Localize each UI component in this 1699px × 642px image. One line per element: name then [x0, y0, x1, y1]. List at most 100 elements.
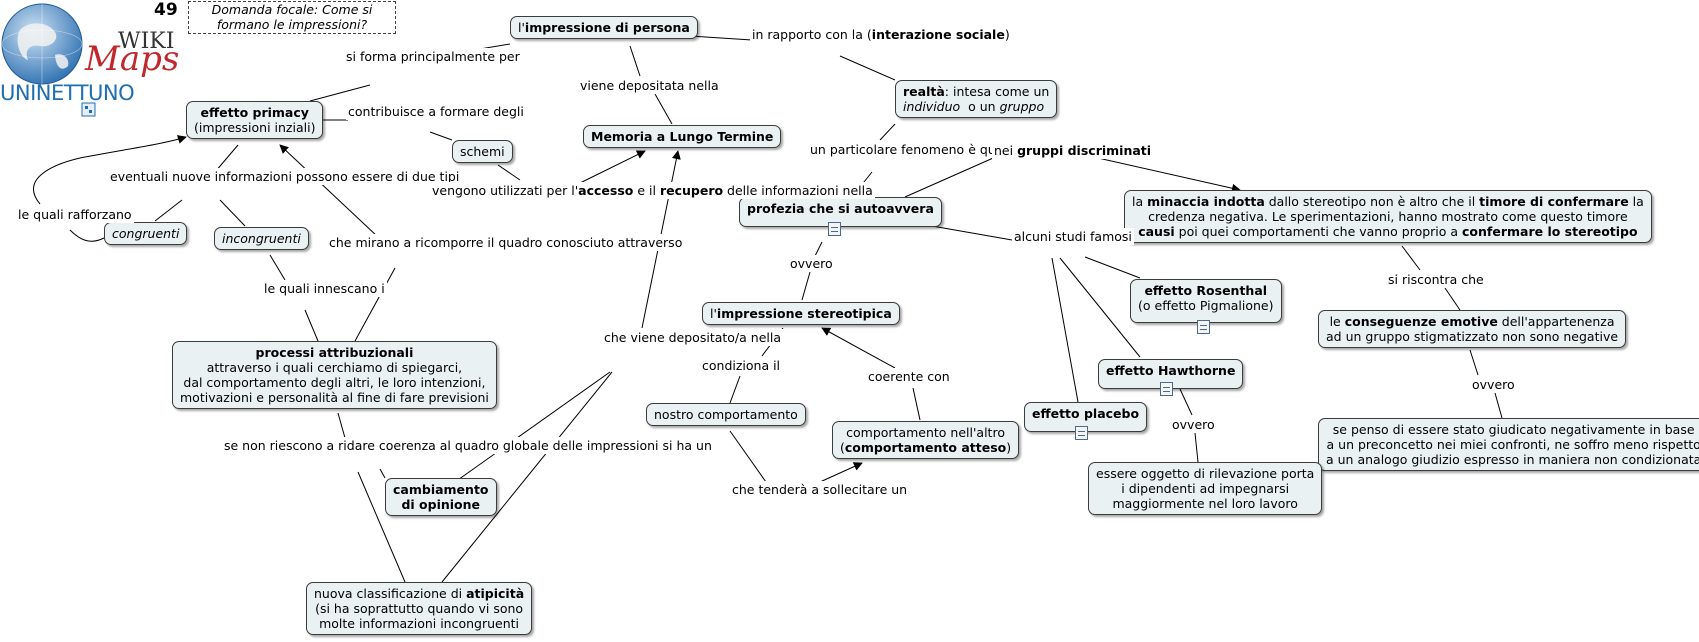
node-text: minaccia indotta	[1147, 194, 1265, 209]
node-text: effetto placebo	[1032, 406, 1140, 421]
node-text: incongruenti	[222, 231, 301, 246]
node-text: : intesa come un	[944, 84, 1050, 99]
link-label-text: che viene	[604, 330, 665, 345]
link-label: eventuali nuove informazioni possono ess…	[108, 168, 462, 185]
link-line	[814, 241, 823, 257]
node-title: effetto primacy	[200, 105, 309, 120]
link-label: coerente con	[866, 368, 952, 385]
document-icon[interactable]	[1197, 320, 1210, 334]
link-label-text: (	[866, 27, 872, 42]
node-processi-attribuzionali[interactable]: processi attribuzionali attraverso i qua…	[172, 341, 497, 409]
node-nostro-comportamento[interactable]: nostro comportamento	[646, 403, 806, 426]
node-conseguenze-emotive[interactable]: le conseguenze emotive dell'appartenenza…	[1318, 310, 1627, 348]
node-atipicita[interactable]: nuova classificazione di atipicità (si h…	[306, 582, 533, 635]
link-line	[441, 371, 613, 583]
node-text: nostro comportamento	[654, 407, 798, 422]
link-line	[219, 199, 246, 227]
link-label-text: rafforzano	[67, 207, 132, 222]
node-impressione-di-persona[interactable]: l'impressione di persona	[510, 16, 698, 39]
link-label-text: si forma	[346, 49, 397, 64]
node-text: attraverso i quali cerchiamo di spiegarc…	[206, 360, 463, 375]
node-congruenti[interactable]: congruenti	[104, 222, 188, 245]
node-title: processi attribuzionali	[255, 345, 414, 360]
link-label-text: se non riescono a ridare coerenza al	[224, 438, 451, 453]
node-realta[interactable]: realtà: intesa come un individuo o un gr…	[895, 80, 1058, 118]
link-label: alcuni studi famosi	[1012, 228, 1134, 245]
link-label-text: interazione sociale	[871, 27, 1005, 42]
link-label-text: principalmente per	[400, 49, 520, 64]
link-label-text: che tenderà a	[732, 482, 820, 497]
link-label: si forma principalmente per	[344, 48, 522, 65]
node-text: i dipendenti ad impegnarsi	[1121, 481, 1290, 496]
page-number: 49	[154, 0, 178, 20]
node-impressione-stereotipica[interactable]: l'impressione stereotipica	[702, 302, 900, 325]
link-label-text: )	[1004, 27, 1010, 42]
node-text: atipicità	[466, 586, 525, 601]
node-text: )	[1006, 440, 1012, 455]
node-text: confermare lo stereotipo	[1462, 224, 1638, 239]
node-comportamento-atteso[interactable]: comportamento nell'altro (comportamento …	[832, 421, 1020, 459]
node-text: a un preconcetto nei miei confronti, ne …	[1326, 437, 1699, 452]
node-minaccia-indotta[interactable]: la minaccia indotta dallo stereotipo non…	[1124, 190, 1652, 243]
node-text: nuova classificazione di	[314, 586, 467, 601]
link-line	[1494, 392, 1503, 419]
link-label: che tenderà a sollecitare un	[730, 481, 910, 498]
link-line	[819, 462, 863, 483]
node-text: poi quei comportamenti che vanno proprio…	[1174, 224, 1463, 239]
node-incongruenti[interactable]: incongruenti	[214, 227, 309, 250]
node-effetto-placebo[interactable]: effetto placebo	[1024, 402, 1148, 432]
node-text: schemi	[460, 144, 505, 159]
node-se-penso[interactable]: se penso di essere stato giudicato negat…	[1318, 418, 1699, 471]
node-rilevazione[interactable]: essere oggetto di rilevazione porta i di…	[1088, 462, 1323, 515]
link-line	[577, 150, 646, 185]
node-text: la	[1628, 194, 1644, 209]
link-label-text: in rapporto con la	[752, 27, 863, 42]
link-line	[214, 144, 239, 173]
document-icon[interactable]	[1075, 426, 1088, 440]
link-line	[354, 267, 396, 342]
link-label-text: vengono utilizzati per l'	[432, 183, 579, 198]
link-line	[1194, 432, 1199, 463]
node-text: molte informazioni incongruenti	[319, 616, 520, 631]
node-text: comportamento nell'altro	[846, 425, 1005, 440]
document-icon[interactable]	[828, 222, 841, 236]
node-text: l'	[518, 20, 525, 35]
node-text: o un	[960, 99, 1000, 114]
link-label: le quali innescano i	[262, 280, 387, 297]
link-label-text: le quali	[264, 281, 310, 296]
link-line	[629, 45, 641, 77]
link-line	[1097, 157, 1241, 193]
link-line	[497, 164, 521, 181]
link-label-text: accesso	[578, 183, 634, 198]
link-label: nei gruppi discriminati	[992, 142, 1154, 159]
link-line	[154, 199, 183, 222]
node-effetto-rosenthal[interactable]: effetto Rosenthal (o effetto Pigmalione)	[1130, 279, 1282, 323]
link-line	[689, 35, 753, 41]
focus-question: Come si formano le impressioni?	[216, 2, 373, 32]
link-line	[912, 387, 921, 421]
link-label-text: nella	[750, 330, 782, 345]
document-icon[interactable]	[1160, 382, 1173, 396]
node-text: realtà	[903, 84, 945, 99]
logo-small-icon	[81, 102, 96, 117]
link-line	[454, 371, 611, 483]
node-text: profezia che si autoavvera	[747, 201, 934, 216]
link-line	[1051, 257, 1079, 403]
link-label-text: il	[649, 183, 660, 198]
link-line	[1179, 388, 1193, 416]
node-text: impressione stereotipica	[716, 306, 892, 321]
link-label-text: famosi	[1090, 229, 1132, 244]
link-line	[1469, 349, 1479, 376]
node-text: cambiamento	[393, 482, 489, 497]
node-memoria-lungo-termine[interactable]: Memoria a Lungo Termine	[583, 125, 782, 148]
link-label: ovvero	[1170, 416, 1217, 433]
link-label-text: formare degli	[439, 104, 524, 119]
node-cambiamento-opinione[interactable]: cambiamento di opinione	[385, 478, 497, 516]
node-effetto-primacy[interactable]: effetto primacy (impressioni inziali)	[186, 101, 324, 139]
link-label-text: sollecitare un	[823, 482, 908, 497]
node-schemi[interactable]: schemi	[452, 140, 513, 163]
node-text: congruenti	[112, 226, 180, 241]
node-text: gruppo	[999, 99, 1045, 114]
link-label-text: coerente con	[868, 369, 950, 384]
